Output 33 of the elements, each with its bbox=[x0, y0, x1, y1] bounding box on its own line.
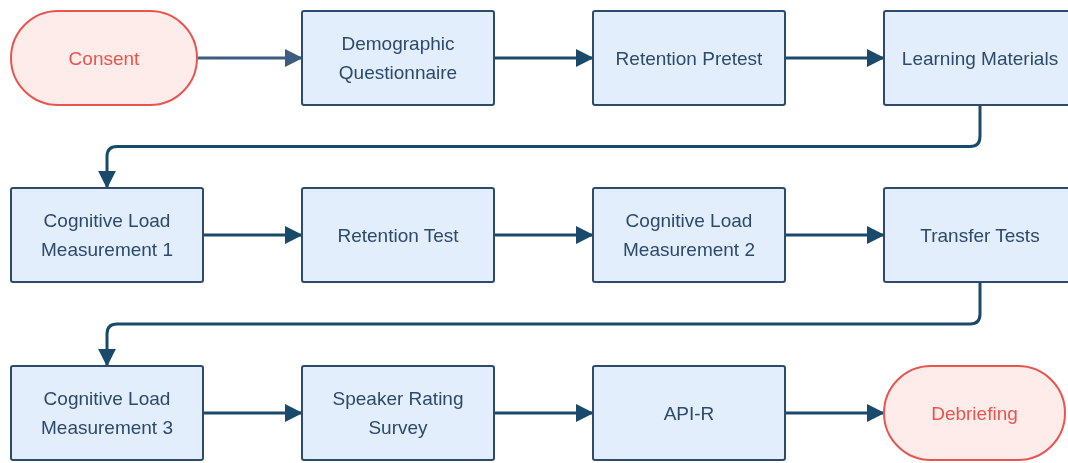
process-box bbox=[301, 10, 495, 106]
arrow bbox=[495, 226, 594, 244]
process-box bbox=[592, 187, 786, 283]
process-box bbox=[301, 187, 495, 283]
node-label: Debriefing bbox=[930, 401, 1019, 426]
arrow bbox=[786, 49, 885, 67]
node-label: Retention Test bbox=[336, 223, 460, 248]
node-label: Cognitive Load Measurement 2 bbox=[622, 209, 756, 262]
arrow bbox=[786, 226, 885, 244]
process-box bbox=[883, 10, 1068, 106]
process-box bbox=[10, 187, 204, 283]
arrow bbox=[98, 106, 982, 189]
process-box bbox=[10, 365, 204, 461]
node-label: Transfer Tests bbox=[919, 223, 1041, 248]
process-box bbox=[592, 10, 786, 106]
node-label: Demographic Questionnaire bbox=[337, 32, 459, 85]
node-label: API-R bbox=[662, 401, 716, 426]
arrow bbox=[495, 49, 594, 67]
arrow bbox=[198, 49, 303, 67]
node-label: Cognitive Load Measurement 3 bbox=[40, 387, 174, 440]
process-box bbox=[592, 365, 786, 461]
process-box bbox=[301, 365, 495, 461]
arrow bbox=[204, 404, 303, 422]
arrow bbox=[495, 404, 594, 422]
node-label: Cognitive Load Measurement 1 bbox=[40, 209, 174, 262]
node-label: Learning Materials bbox=[900, 46, 1060, 71]
process-box bbox=[883, 187, 1068, 283]
arrow bbox=[98, 283, 982, 367]
node-label: Consent bbox=[67, 46, 141, 71]
node-label: Retention Pretest bbox=[614, 46, 764, 71]
arrow bbox=[204, 226, 303, 244]
node-label: Speaker Rating Survey bbox=[331, 387, 465, 440]
arrow bbox=[786, 404, 885, 422]
